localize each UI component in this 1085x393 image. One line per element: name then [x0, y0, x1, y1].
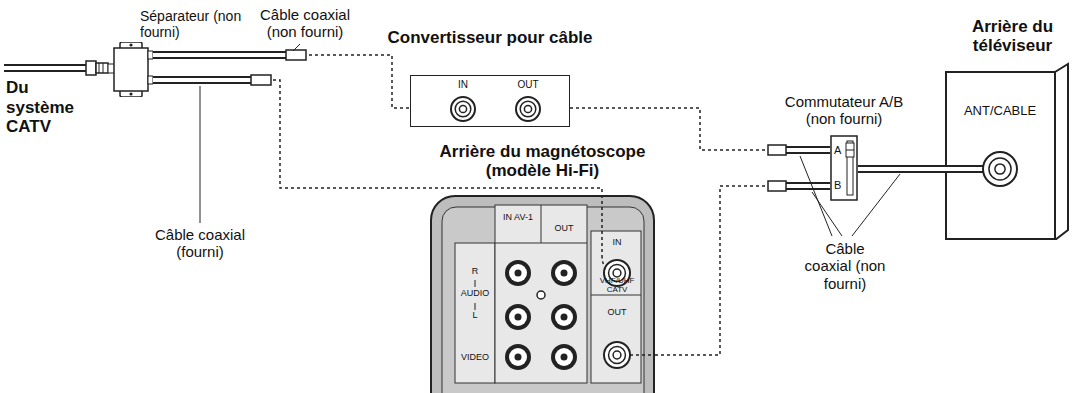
part-heading: Arrière du magnétoscope (modèle Hi-Fi): [408, 142, 678, 181]
cable-label: Câble coaxial (non fourni): [802, 240, 888, 292]
splitter: Séparateur (non fourni): [108, 42, 153, 97]
coax-connection: [858, 168, 945, 170]
converter-box-shape: [411, 76, 571, 128]
tv-rear-shape: [945, 62, 1070, 240]
coax-connection: [153, 55, 410, 108]
vcr-panel: Arrière du magnétoscope (modèle Hi-Fi): [430, 195, 655, 393]
part-label: Séparateur (non fourni): [140, 8, 250, 40]
jack-label: IN: [458, 79, 468, 91]
splitter-shape: [108, 42, 153, 97]
cable-label: Câble coaxial (fourni): [140, 226, 260, 261]
part-heading: Arrière du téléviseur: [955, 17, 1070, 56]
jack-label: ANT/CABLE: [964, 104, 1036, 119]
coax-connection: [655, 186, 830, 355]
jack-label: OUT: [517, 79, 538, 91]
part-heading: Convertisseur pour câble: [387, 28, 592, 48]
part-label: Commutateur A/B (non fourni): [769, 93, 919, 128]
ab-switch: Commutateur A/B (non fourni)AB: [830, 135, 858, 201]
converter-box: Convertisseur pour câbleINOUT: [410, 75, 570, 127]
source-label: Du système CATV: [6, 78, 84, 137]
switch-position: B: [834, 179, 841, 192]
cable-label: Câble coaxial (non fourni): [250, 6, 360, 41]
vcr-panel-shape: [430, 195, 655, 393]
tv-rear: Arrière du téléviseurANT/CABLE: [945, 62, 1070, 240]
switch-position: A: [834, 144, 841, 157]
